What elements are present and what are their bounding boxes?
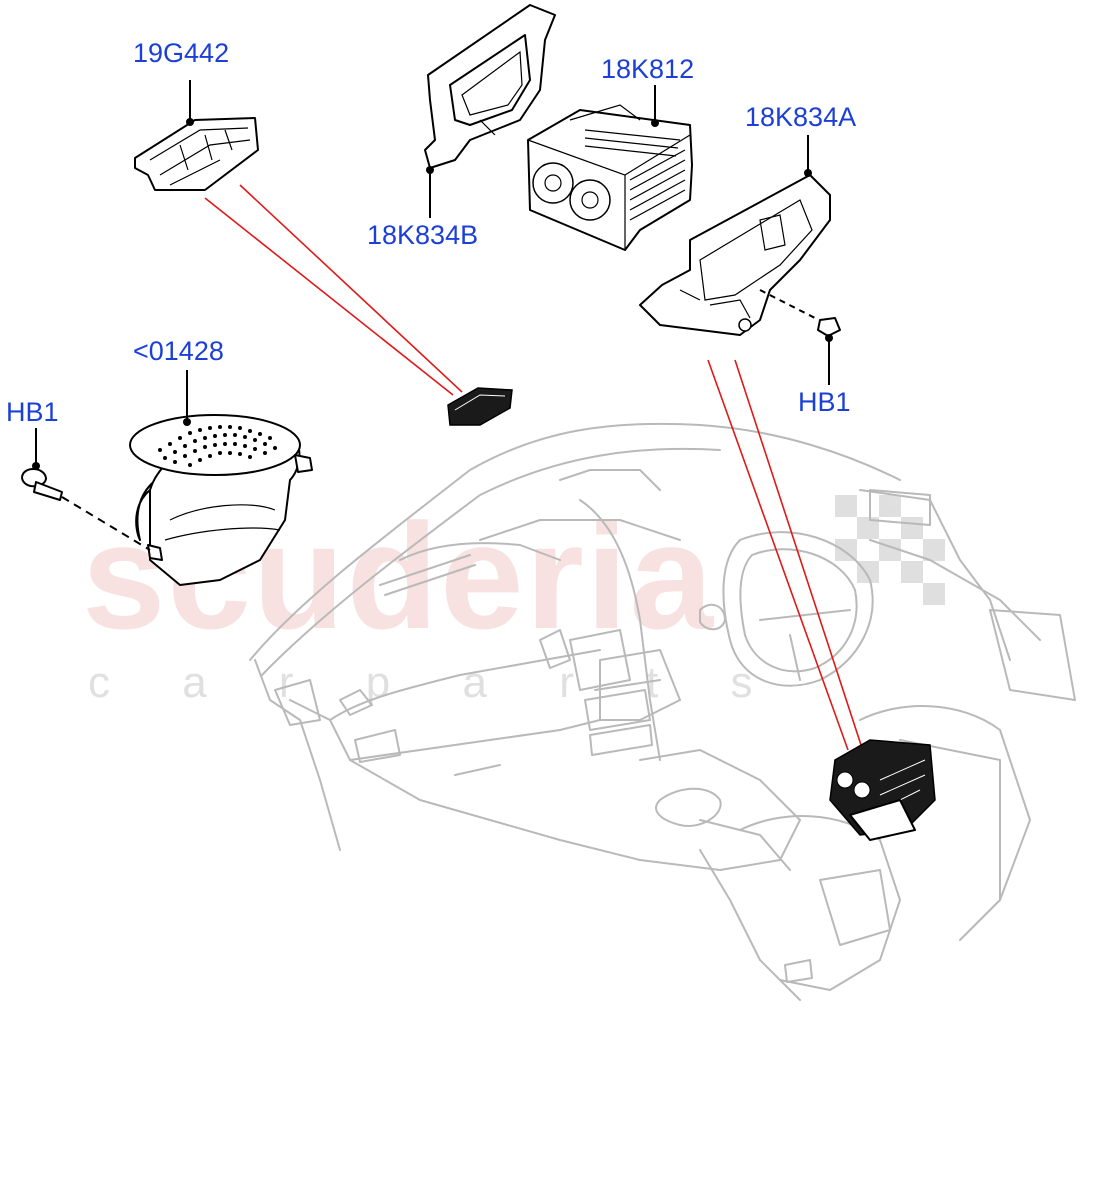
part-18k812-unit[interactable]: [527, 104, 693, 251]
watermark-checker-flag: [835, 495, 945, 605]
grille-pattern: [158, 425, 277, 467]
pointer-19g442-b: [239, 184, 463, 393]
pointer-lines: [204, 184, 863, 751]
callout-01428[interactable]: <01428: [133, 336, 224, 366]
callout-19g442[interactable]: 19G442: [133, 38, 229, 68]
pointer-19g442-a: [204, 197, 454, 396]
part-hb1-left-bolt[interactable]: [21, 462, 63, 501]
watermark-subtitle: c a r p a r t s: [88, 658, 783, 707]
part-19g442-module[interactable]: [134, 117, 259, 191]
callout-hb1-right[interactable]: HB1: [798, 387, 851, 417]
callout-hb1-left[interactable]: HB1: [6, 397, 59, 427]
callout-18k834a[interactable]: 18K834A: [745, 102, 856, 132]
installed-module-dashboard: [447, 387, 513, 426]
installed-audio-unit-seat: [829, 739, 936, 841]
part-18k834a-bracket[interactable]: [639, 169, 831, 336]
callout-18k834b[interactable]: 18K834B: [367, 220, 478, 250]
part-18k834b-bracket[interactable]: [424, 4, 556, 174]
dash-hb1-left-01428: [61, 496, 151, 551]
vehicle-interior-outline: [249, 422, 1076, 1001]
pointer-18k812-a: [707, 359, 849, 751]
pointer-18k812-b: [734, 359, 863, 749]
callout-18k812[interactable]: 18K812: [601, 54, 694, 84]
part-01428-speaker[interactable]: [129, 414, 313, 586]
leader-dot: [186, 118, 194, 126]
fan-icon: [532, 162, 611, 221]
